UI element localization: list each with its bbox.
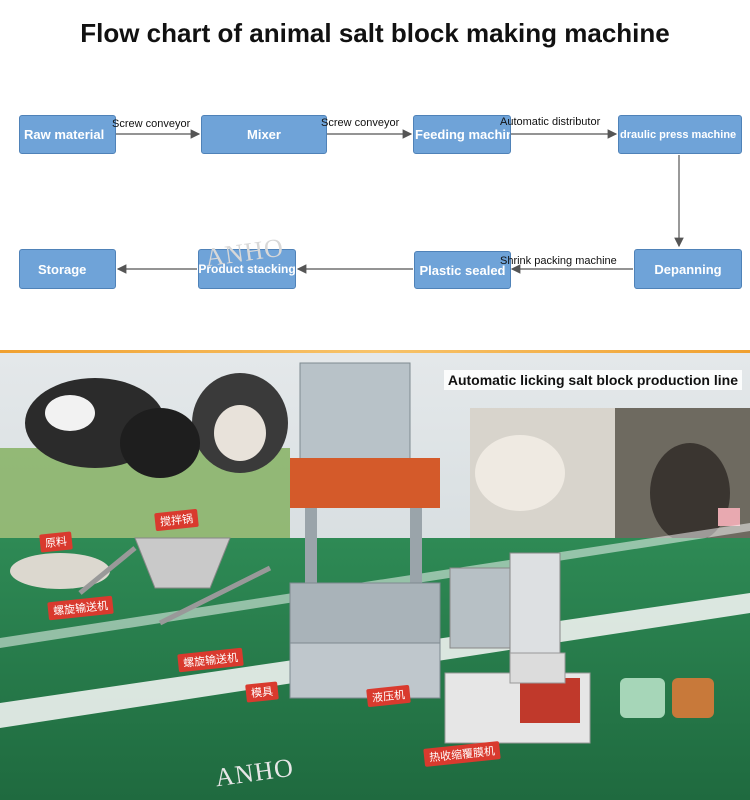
node-raw-material: Raw material [19, 115, 116, 154]
node-storage: Storage [19, 249, 116, 289]
node-mixer: Mixer [201, 115, 327, 154]
edge-label-shrink-packing-machine: Shrink packing machine [500, 255, 617, 267]
edge-label-screw-conveyor-2: Screw conveyor [321, 117, 400, 129]
label-raw-material-cn: 原料 [39, 531, 73, 553]
node-hydraulic-press: draulic press machine [618, 115, 742, 154]
section-divider [0, 350, 750, 353]
node-plastic-sealed: Plastic sealed [414, 251, 511, 289]
flow-arrows [116, 129, 684, 274]
edge-label-screw-conveyor-1: Screw conveyor [112, 118, 191, 130]
node-depanning: Depanning [634, 249, 742, 289]
edge-label-automatic-distributor: Automatic distributor [500, 116, 601, 128]
photo-caption: Automatic licking salt block production … [443, 370, 742, 390]
production-line-photo: Automatic licking salt block production … [0, 353, 750, 800]
production-line-illustration [0, 353, 750, 800]
node-product-stacking: Product stacking [198, 249, 296, 289]
label-mold-cn: 模具 [245, 681, 279, 703]
diagram-title: Flow chart of animal salt block making m… [80, 18, 670, 48]
node-feeding-machine: Feeding machine [413, 115, 511, 154]
